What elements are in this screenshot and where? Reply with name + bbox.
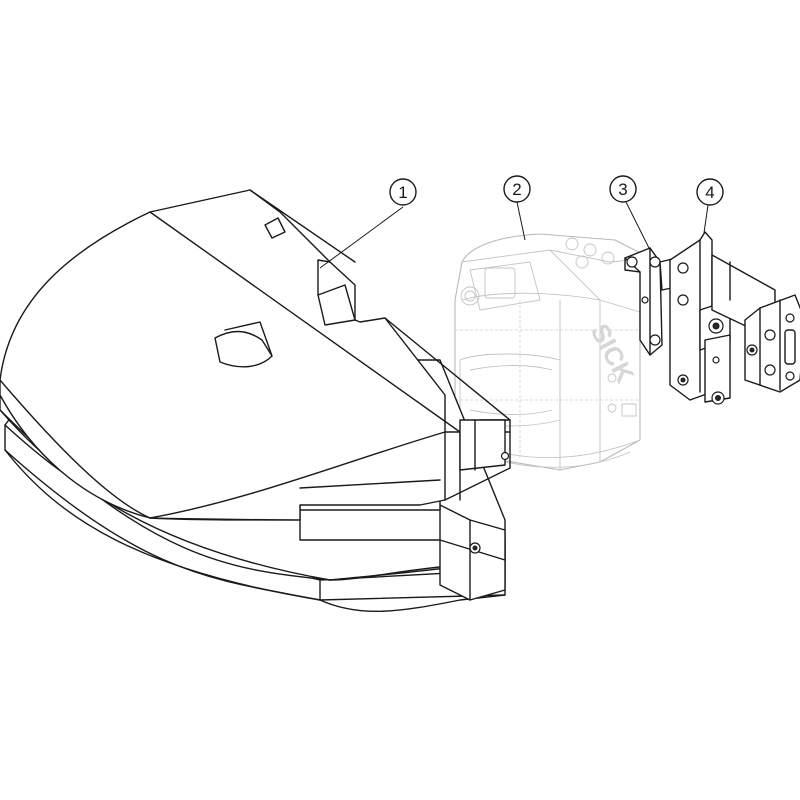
callout-circle-2 bbox=[503, 175, 531, 203]
callout-group-1: 1 bbox=[319, 178, 417, 269]
leader-line-1 bbox=[319, 206, 404, 269]
leader-line-3 bbox=[625, 201, 651, 251]
callout-number-1: 1 bbox=[398, 183, 407, 202]
callout-group-3: 3 bbox=[609, 175, 651, 251]
leader-line-2 bbox=[516, 201, 526, 241]
callout-circle-3 bbox=[609, 175, 637, 203]
callout-circle-4 bbox=[696, 178, 724, 206]
callout-number-2: 2 bbox=[512, 180, 521, 199]
adjustable-bracket-part-4 bbox=[669, 231, 800, 405]
callout-circle-1 bbox=[389, 178, 417, 206]
callout-group-2: 2 bbox=[503, 175, 531, 241]
leader-line-4 bbox=[703, 204, 709, 234]
callout-group-4: 4 bbox=[696, 178, 724, 234]
callout-number-4: 4 bbox=[705, 183, 714, 202]
callout-number-3: 3 bbox=[618, 180, 627, 199]
protective-hood-part-1 bbox=[0, 189, 511, 613]
scanner-part-2: SICK bbox=[454, 233, 651, 471]
